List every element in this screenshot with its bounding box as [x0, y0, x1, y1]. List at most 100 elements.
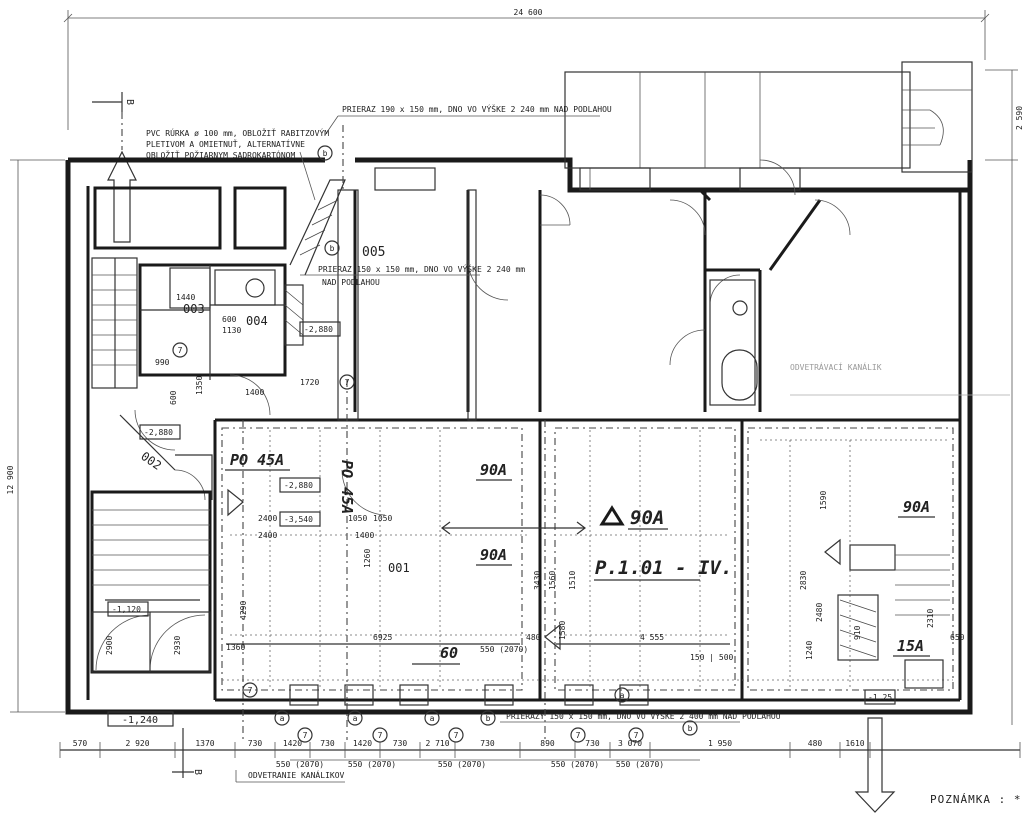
tag-label: a [280, 714, 285, 723]
dim-total: 24 600 [514, 8, 543, 17]
dim-d34: 1590 [819, 491, 828, 510]
note-prieraz-mid-1: PRIERAZ 150 x 150 mm, DNO VO VÝŠKE 2 240… [318, 263, 525, 274]
tag-label: 7 [178, 346, 183, 355]
dim-d33: 150 | 500 [690, 653, 734, 662]
section-label-bottom: B [192, 769, 203, 775]
tag-circle [480, 710, 496, 726]
dim-d18: 650 [950, 633, 965, 642]
dim-d7: 1050 [373, 514, 392, 523]
dim-d3: 600 [222, 315, 237, 324]
dim-bottom: 730 [248, 739, 263, 748]
room-004: 004 [246, 314, 268, 328]
note-faint-right: ODVETRÁVACÍ KANÁLIK [790, 361, 882, 372]
label-p101: P.1.01 - IV. [595, 557, 732, 579]
dim-bottom: 730 [480, 739, 495, 748]
dim-d32: 2830 [799, 571, 808, 590]
dim-bottom: 480 [808, 739, 823, 748]
note-pvc-3: OBLOŽIŤ POŽIARNYM SADROKARTÓNOM [146, 149, 295, 160]
tag-label: b [486, 714, 491, 723]
dim-d25: 600 [169, 390, 178, 405]
dim-d21: 1580 [558, 621, 567, 640]
tag-circle [274, 710, 290, 726]
dim-d19: 1510 [568, 571, 577, 590]
grid-axes [242, 125, 546, 740]
dim-bottom: 2 920 [125, 739, 149, 748]
dim-bottom: 1370 [195, 739, 214, 748]
dim-bottom: 1420 [353, 739, 372, 748]
dim-d17: 1350 [195, 376, 204, 395]
outer-walls [65, 157, 973, 715]
dim-bottom-sub: 550 (2070) [438, 760, 486, 769]
tag-label: 7 [634, 731, 639, 740]
tag-label: a [430, 714, 435, 723]
tag-label: 7 [454, 731, 459, 740]
level-l2: -2,880 [144, 428, 173, 437]
label-90a-3: 90A [630, 507, 664, 529]
section-marker-bottom: B [172, 728, 203, 778]
dim-d1: 1440 [176, 293, 195, 302]
note-poznamka: POZNÁMKA : * [930, 793, 1021, 806]
room-001: 001 [388, 561, 410, 575]
level-l1: -2,880 [304, 325, 333, 334]
level-l4: -3,540 [284, 515, 313, 524]
dim-bottom: 570 [73, 739, 88, 748]
tag-circle [317, 145, 333, 161]
dim-bottom: 1 950 [708, 739, 732, 748]
dim-right: 2 590 [1015, 106, 1024, 130]
dim-bottom: 730 [393, 739, 408, 748]
dim-d2: 1130 [222, 326, 241, 335]
tag-label: 7 [303, 731, 308, 740]
tag-circle [339, 374, 355, 390]
dim-d26: 990 [155, 358, 170, 367]
label-po45a-2: PO 45A [338, 460, 356, 514]
label-15a: 15A [897, 637, 924, 655]
dim-d16: 2930 [173, 636, 182, 655]
notes: PRIERAZ 190 x 150 mm, DNO VO VÝŠKE 2 240… [146, 103, 1021, 806]
dim-d13: 1400 [245, 388, 264, 397]
dim-d9: 4 555 [640, 633, 664, 642]
dim-d11: 1400 [355, 531, 374, 540]
tag-circle [614, 687, 630, 703]
dim-d22: 3430 [533, 571, 542, 590]
tag-label: a [620, 691, 625, 700]
level-l5: -1,120 [112, 605, 141, 614]
dim-d30: 1240 [805, 641, 814, 660]
dim-d24: 4290 [239, 601, 248, 620]
dim-bottom: 2 710 [425, 739, 449, 748]
section-label-top: B [124, 99, 135, 105]
level-l3: -2,880 [284, 481, 313, 490]
dim-d4: 2400 [258, 514, 277, 523]
tag-circle [347, 710, 363, 726]
room-002: 002 [138, 449, 164, 473]
tag-label: b [323, 149, 328, 158]
tag-circle [324, 240, 340, 256]
room-labels: 005 003 004 001 002 PO 45A PO 45A 90A 90… [138, 245, 935, 665]
tag-circle [297, 727, 313, 743]
section-marker-top: B [92, 92, 137, 243]
room-005: 005 [362, 245, 385, 260]
tag-circle [424, 710, 440, 726]
door-swings [134, 159, 851, 516]
tag-circle [628, 727, 644, 743]
dim-d27: 1260 [363, 549, 372, 568]
inner-dimensions: 1440 1130 600 2400 2400 1050 1050 6925 4… [105, 293, 965, 662]
tag-label: 7 [576, 731, 581, 740]
tag-circle [682, 720, 698, 736]
lower-hall [119, 414, 954, 706]
dim-d23: 480 [526, 633, 541, 642]
tag-circle [172, 342, 188, 358]
overall-dimensions: 24 600 2 590 12 900 [6, 8, 1024, 725]
label-90a-4: 90A [903, 498, 930, 516]
dim-bottom-sub: 550 (2070) [276, 760, 324, 769]
dim-bottom-sub: 550 (2070) [551, 760, 599, 769]
note-pvc-2: PLETIVOM A OMIETNUŤ, ALTERNATÍVNE [146, 138, 305, 149]
tag-label: b [330, 244, 335, 253]
tag-label: 7 [248, 686, 253, 695]
dim-left: 12 900 [6, 465, 15, 494]
label-90a-1: 90A [480, 461, 507, 479]
tag-circle [242, 682, 258, 698]
room-003: 003 [183, 302, 205, 316]
dim-d6: 1050 [348, 514, 367, 523]
